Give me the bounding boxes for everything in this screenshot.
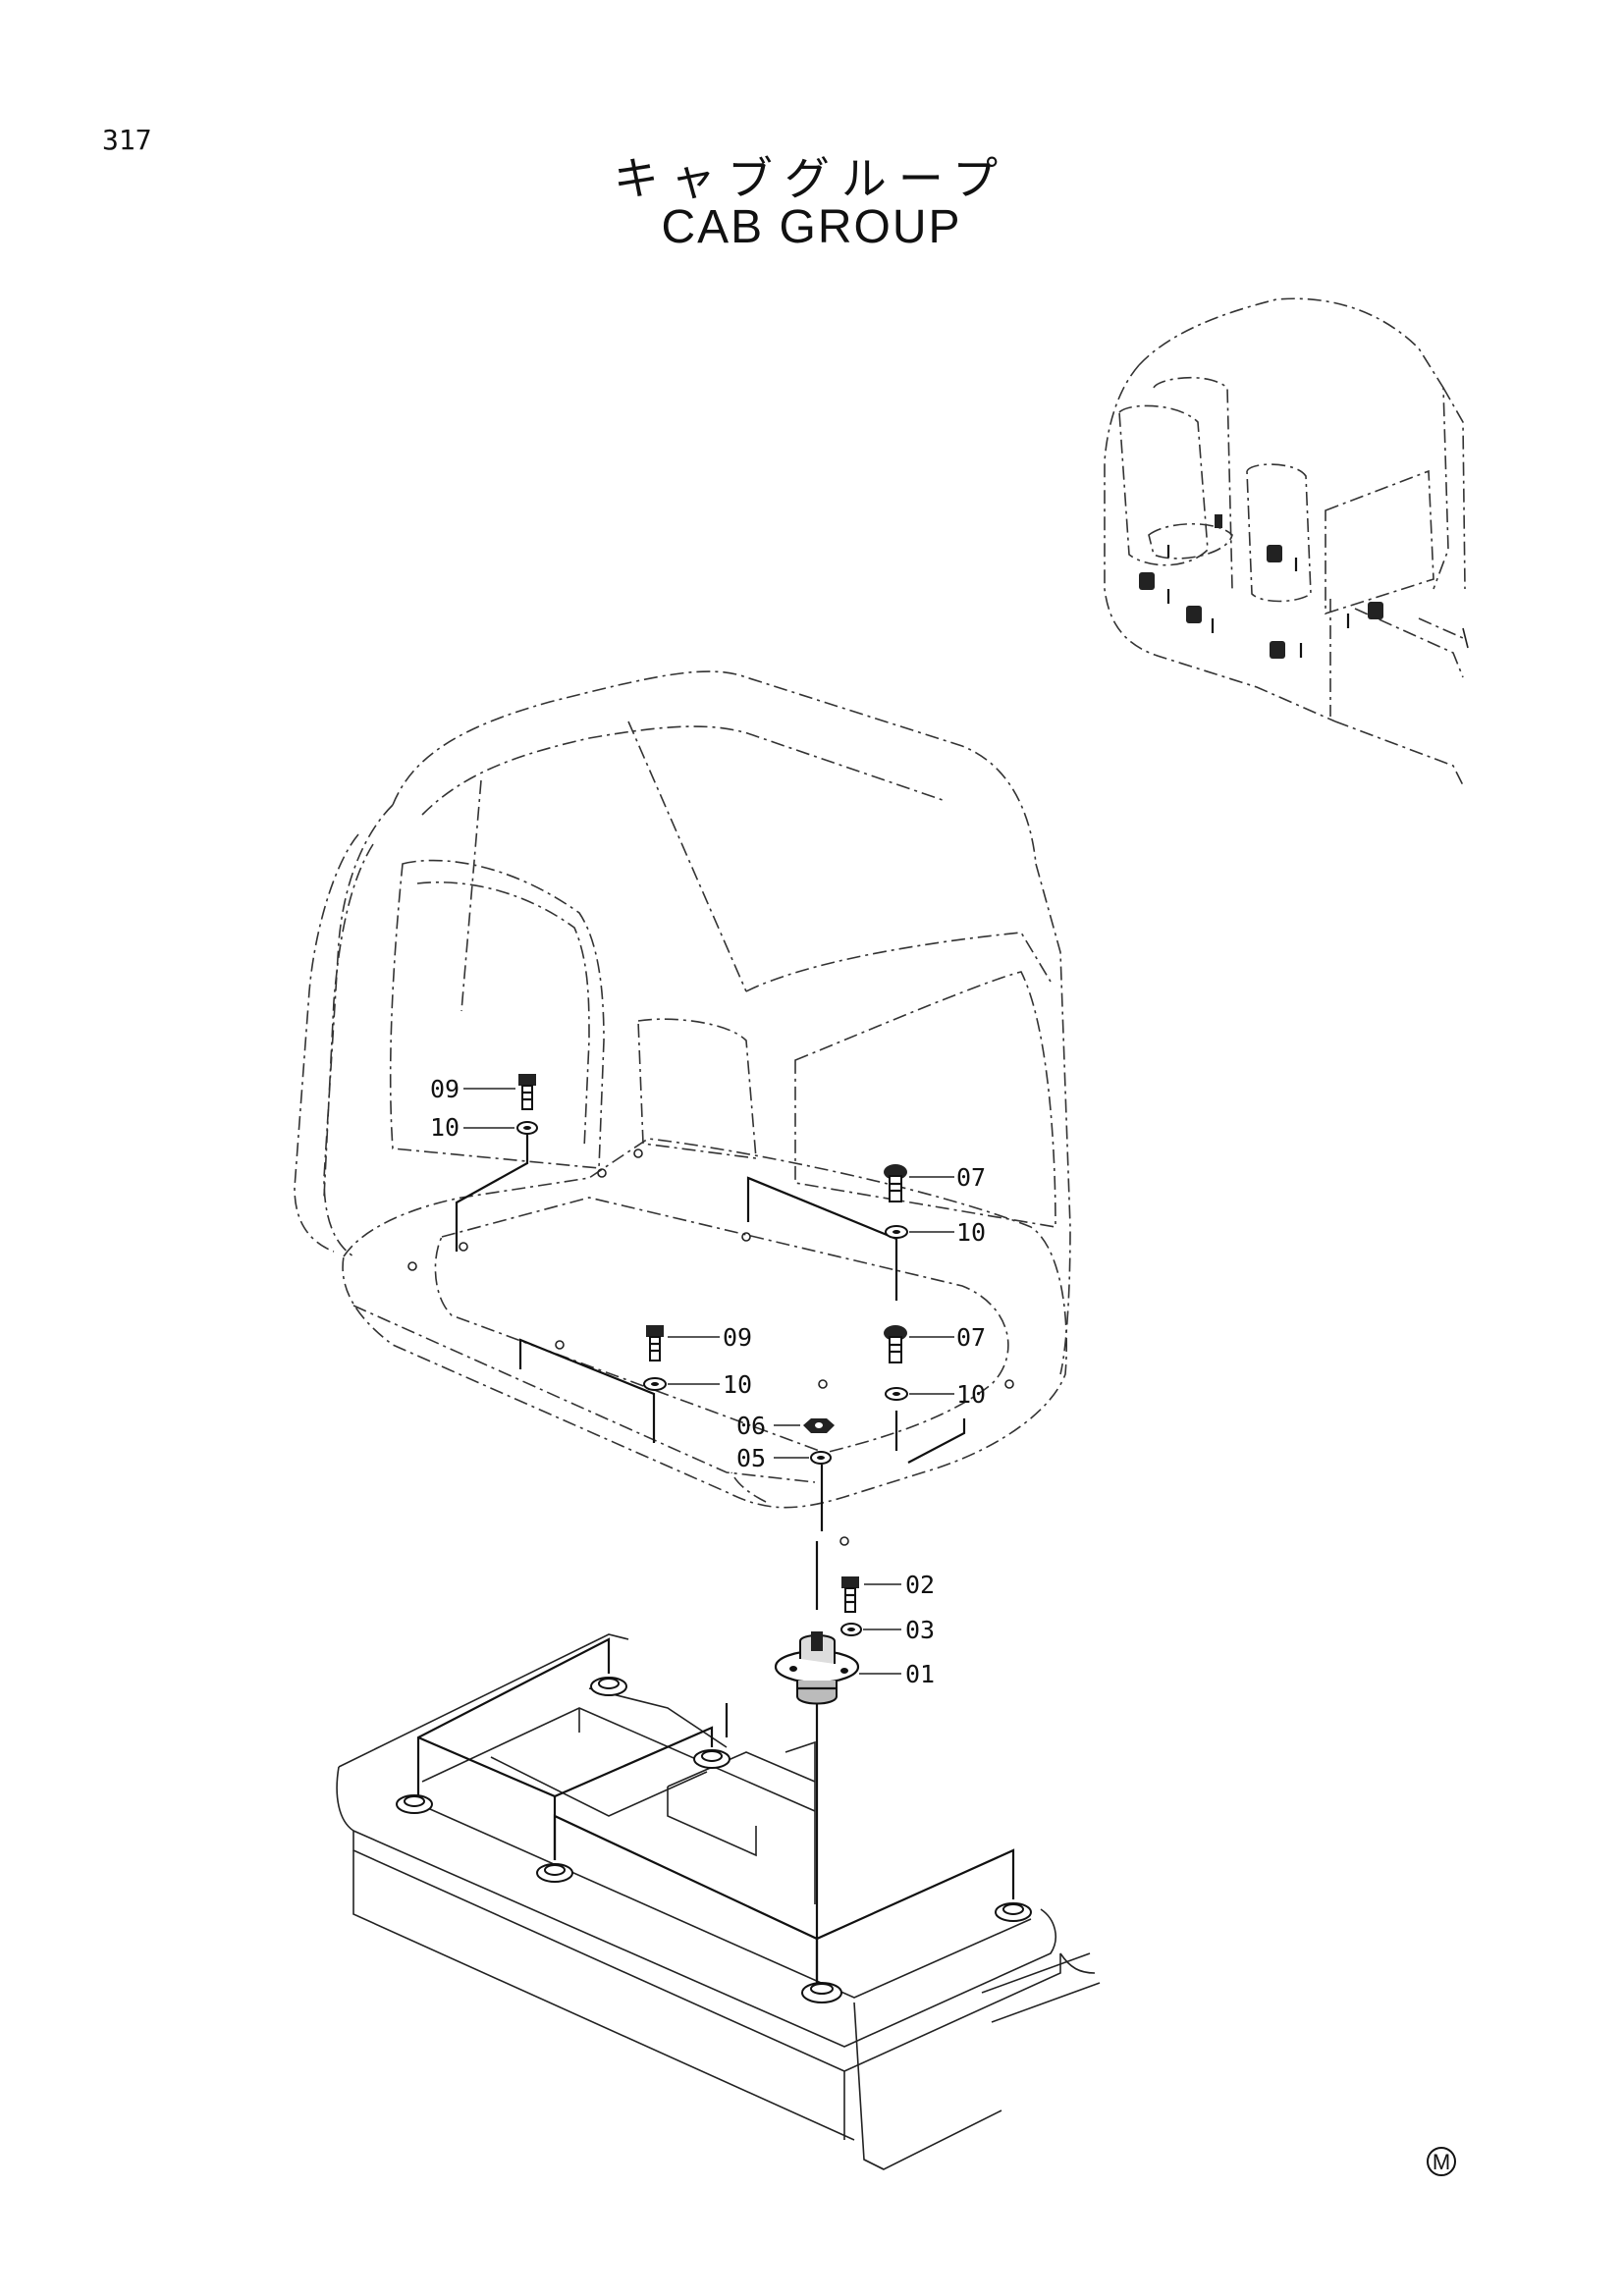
- bolt-02: [841, 1576, 901, 1613]
- callout-03: 03: [905, 1616, 935, 1644]
- page-number: 317: [102, 124, 152, 156]
- inset-mount-1: [1139, 572, 1170, 604]
- upper-frame: [336, 1633, 1101, 2170]
- washer-10-lower-left: [643, 1377, 720, 1391]
- inset-mount-5: [1346, 602, 1383, 628]
- callout-05: 05: [736, 1444, 766, 1472]
- frame-mount-holes: [396, 1677, 1032, 2003]
- frame-leader-lines: [416, 1637, 1015, 1983]
- bolt-09-lower: [646, 1325, 720, 1362]
- damper-mount-01: [774, 1631, 901, 1705]
- cab-body: [294, 670, 1071, 1509]
- title-japanese: キャブグループ: [613, 152, 1010, 205]
- callout-02: 02: [905, 1571, 935, 1599]
- callout-06: 06: [736, 1412, 766, 1440]
- callout-10-upper-right: 10: [956, 1218, 986, 1247]
- circled-m-mark: M: [1427, 2147, 1456, 2176]
- title-english: CAB GROUP: [661, 201, 962, 253]
- inset-mount-4: [1270, 641, 1303, 659]
- callout-07-upper: 07: [956, 1163, 986, 1192]
- washer-05: [774, 1451, 832, 1465]
- nut-06: [774, 1418, 835, 1433]
- bolt-09-upper: [463, 1074, 536, 1110]
- callout-09-lower: 09: [723, 1323, 752, 1352]
- callout-09-upper: 09: [430, 1075, 460, 1103]
- inset-cab-view: [1104, 297, 1469, 786]
- washer-10-upper-left: [463, 1121, 538, 1135]
- screw-07-upper: [884, 1164, 954, 1202]
- leader-lines: [455, 1129, 966, 1983]
- inset-mount-3: [1267, 545, 1298, 571]
- callout-07-lower: 07: [956, 1323, 986, 1352]
- washer-10-upper-right: [885, 1225, 954, 1239]
- inset-mount-6: [1166, 514, 1222, 558]
- screw-07-lower: [884, 1325, 954, 1363]
- callout-10-lower-right: 10: [956, 1380, 986, 1409]
- spring-washer-03: [840, 1623, 901, 1636]
- inset-mount-2: [1186, 606, 1215, 633]
- floor-holes: [407, 1148, 1014, 1546]
- callout-10-upper-left: 10: [430, 1113, 460, 1142]
- circled-m-letter: M: [1433, 2150, 1450, 2174]
- callout-10-lower-left: 10: [723, 1370, 752, 1399]
- callout-01: 01: [905, 1660, 935, 1688]
- washer-10-lower-right: [885, 1387, 954, 1401]
